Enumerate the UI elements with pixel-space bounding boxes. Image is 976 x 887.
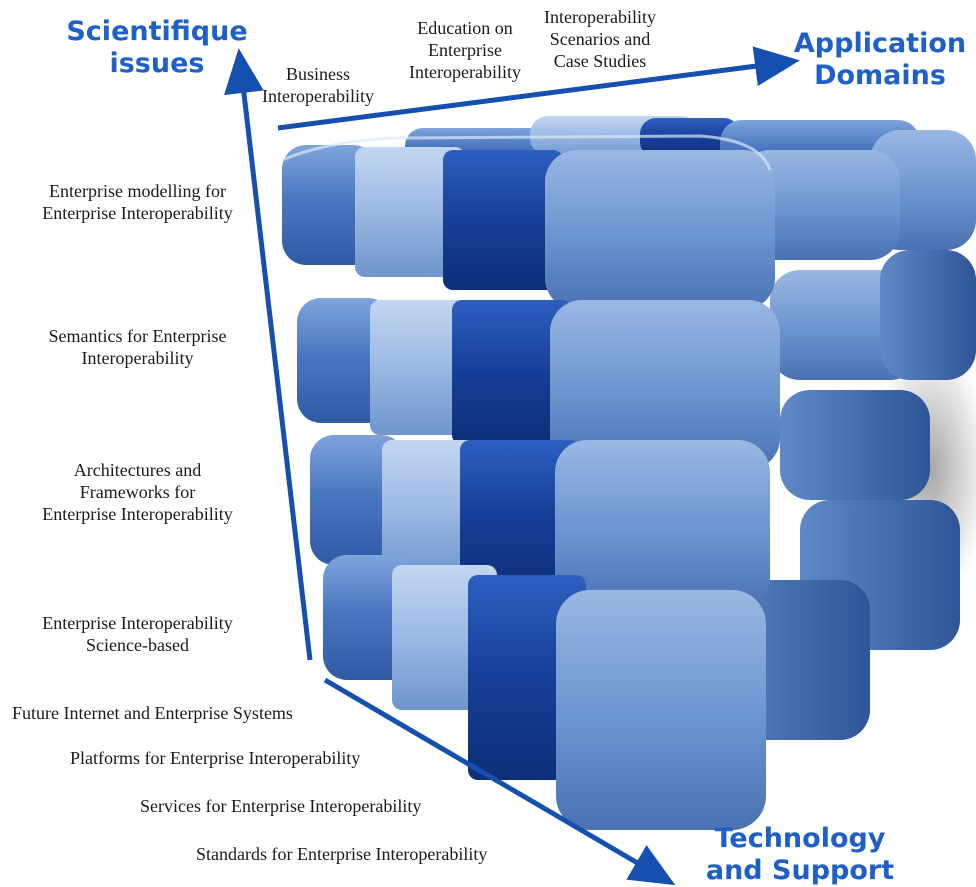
technology-support-label: Platforms for Enterprise Interoperabilit… <box>70 748 361 768</box>
technology-support-title-line1: Technology <box>714 823 886 854</box>
application-domains-title-line1: Application <box>793 28 967 59</box>
application-domains-title-line2: Domains <box>814 60 946 91</box>
scientific-issue-label: Enterprise modelling for Enterprise Inte… <box>42 181 233 223</box>
scientific-issues-title-line2: issues <box>109 48 205 79</box>
application-domain-label: Interoperability Scenarios and Case Stud… <box>544 7 656 71</box>
cube-layer-3 <box>310 435 770 610</box>
technology-support-title-line2: and Support <box>705 855 895 886</box>
scientific-issues-axis-arrow <box>224 48 313 661</box>
scientific-issue-label: Architectures and Frameworks for Enterpr… <box>42 460 233 524</box>
application-domains-axis-arrow <box>277 46 800 131</box>
technology-support-label: Standards for Enterprise Interoperabilit… <box>196 844 488 864</box>
application-domains-title: Application Domains <box>785 28 975 92</box>
technology-support-axis-arrow <box>323 677 676 885</box>
application-domain-label: Education on Enterprise Interoperability <box>409 18 521 82</box>
technology-support-label: Future Internet and Enterprise Systems <box>12 703 293 723</box>
cube-layer-4 <box>323 555 766 830</box>
scientific-issues-title-line1: Scientifique <box>66 16 248 47</box>
application-domain-label: Business Interoperability <box>262 64 374 106</box>
cube-layer-1 <box>281 134 775 310</box>
technology-support-title: Technology and Support <box>700 823 900 887</box>
technology-support-label: Services for Enterprise Interoperability <box>140 796 422 816</box>
cube-layer-2 <box>297 298 780 470</box>
scientific-issue-label: Enterprise Interoperability Science-base… <box>42 613 233 655</box>
scientific-issues-title: Scientifique issues <box>62 16 252 80</box>
cube-right-side-blocks <box>700 150 976 740</box>
scientific-issue-label: Semantics for Enterprise Interoperabilit… <box>48 326 227 368</box>
